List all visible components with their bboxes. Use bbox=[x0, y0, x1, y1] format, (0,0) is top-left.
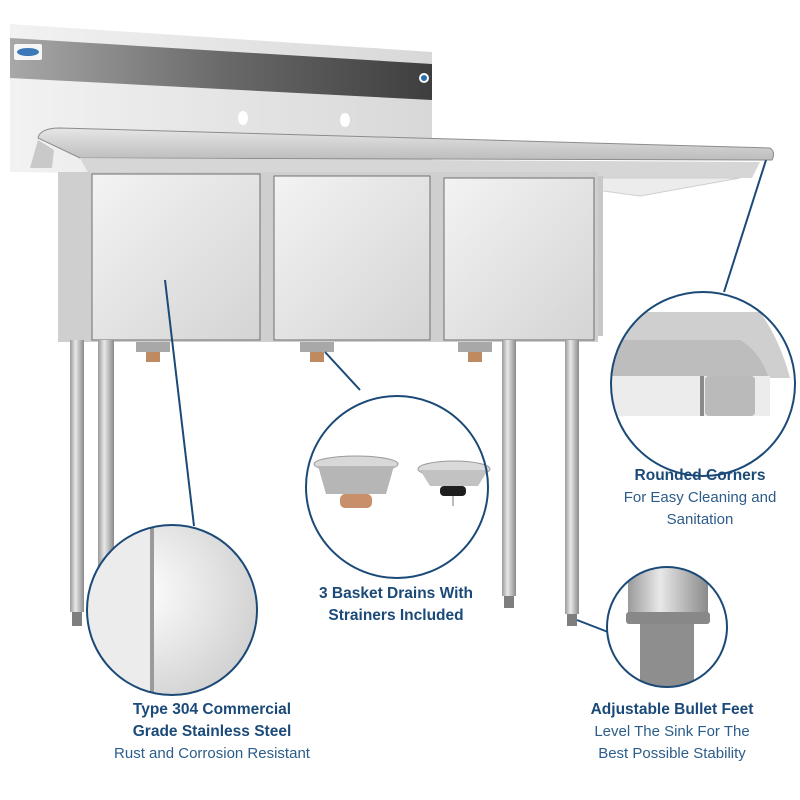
callout-subtitle: Best Possible Stability bbox=[598, 745, 746, 762]
callout-rounded-corners: Rounded Corners For Easy Cleaning and Sa… bbox=[600, 465, 800, 531]
callout-subtitle: For Easy Cleaning and bbox=[623, 489, 777, 506]
callout-basket-drains: 3 Basket Drains With Strainers Included bbox=[296, 583, 496, 627]
callout-title: 3 Basket Drains With bbox=[318, 585, 474, 602]
magnifier-rounded-corners bbox=[610, 291, 796, 477]
callout-title: Strainers Included bbox=[328, 607, 464, 624]
callout-title: Grade Stainless Steel bbox=[132, 723, 292, 740]
magnifier-bullet-feet bbox=[606, 566, 728, 688]
sink-legs bbox=[70, 340, 579, 646]
callout-lines bbox=[164, 159, 767, 633]
callout-bullet-feet: Adjustable Bullet Feet Level The Sink Fo… bbox=[562, 699, 782, 765]
callout-subtitle: Rust and Corrosion Resistant bbox=[114, 745, 310, 762]
callout-stainless-steel: Type 304 Commercial Grade Stainless Stee… bbox=[92, 699, 332, 765]
callout-title: Type 304 Commercial bbox=[132, 701, 292, 718]
callout-title: Adjustable Bullet Feet bbox=[590, 701, 754, 718]
magnifier-basket-drains bbox=[305, 395, 491, 579]
callout-title: Rounded Corners bbox=[634, 467, 766, 484]
drain-fittings bbox=[136, 342, 492, 362]
callout-subtitle: Level The Sink For The bbox=[594, 723, 750, 740]
sink-basins bbox=[58, 172, 598, 342]
callout-subtitle: Sanitation bbox=[666, 511, 734, 528]
